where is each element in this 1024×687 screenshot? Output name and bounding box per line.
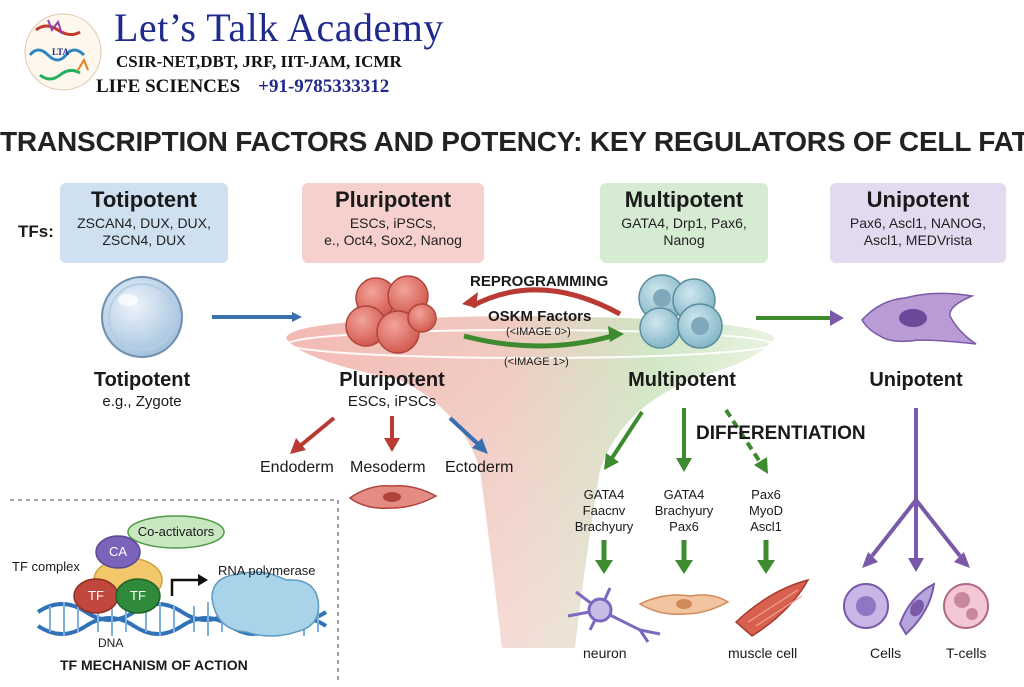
output-cell [843,583,889,629]
main-title: TRANSCRIPTION FACTORS AND POTENCY: KEY R… [0,126,1024,157]
progenitor-cell [638,594,730,616]
muscle-cell-label: muscle cell [728,645,798,661]
brand-subtitle: LIFE SCIENCES +91-9785333312 [96,76,389,98]
muscle-cell [734,578,810,637]
differentiation-arrows [595,408,775,574]
brand-exams: CSIR-NET,DBT, JRF, IIT-JAM, ICMR [116,52,402,71]
tfs-label: TFs: [18,222,54,241]
transcription-arrow [170,578,200,596]
unipotent-name: Unipotent [869,369,963,391]
forward-arrowhead [608,326,624,342]
totipotent-tfs: ZSCAN4, DUX, DUX, ZSCN4, DUX [77,215,211,248]
image0-label: (<IMAGE 0>) [506,326,571,338]
germ-layer-arrows [290,416,488,454]
cells-label: Cells [870,645,902,661]
spindle-cell [898,582,936,636]
coactivators-label: Co-activators [137,524,215,539]
multipotent-box: Multipotent GATA4, Drp1, Pax6, Nanog [600,183,768,263]
logo: LTA [24,13,102,91]
brand-title: Let’s Talk Academy [114,5,444,50]
t-cells-label: T-cells [946,645,987,661]
mesoderm-cell [348,484,438,510]
zygote-cell [101,276,183,358]
germ-layer-endoderm: Endoderm [260,459,334,476]
ca-label: CA [108,544,128,559]
mechanism-panel-border [10,499,339,684]
forward-arrow [463,333,613,349]
multipotent-cell-cluster [638,274,723,349]
rna-polymerase-blob [211,571,320,637]
coactivators-blob [127,515,225,549]
germ-layer-mesoderm: Mesoderm [350,459,426,476]
image1-label: (<IMAGE 1>) [504,356,569,368]
unipotent-arrows [870,408,962,560]
tf-group-neuron: GATA4 Faacnv Brachyury [574,487,634,534]
potency-funnel [286,316,775,648]
unipotent-tfs: Pax6, Ascl1, NANOG, Ascl1, MEDVrista [849,215,987,248]
reprogramming-arrowhead [462,292,478,308]
tf-red-label: TF [88,588,104,603]
unipotent-heading: Unipotent [866,187,970,212]
totipotent-example: e.g., Zygote [102,393,182,410]
pluripotent-heading: Pluripotent [334,187,452,212]
pluripotent-box: Pluripotent ESCs, iPSCs, e., Oct4, Sox2,… [302,183,484,263]
oskm-label: OSKM Factors [488,308,592,325]
ca-blob [95,535,141,569]
multipotent-tfs: GATA4, Drp1, Pax6, Nanog [621,215,747,248]
tf-green [115,578,161,614]
tf-group-middle: GATA4 Brachyury Pax6 [654,487,714,534]
t-cell [943,583,989,629]
pluripotent-tfs: ESCs, iPSCs, e., Oct4, Sox2, Nanog [324,215,462,248]
totipotent-box: Totipotent ZSCAN4, DUX, DUX, ZSCN4, DUX [60,183,228,263]
reprogramming-label: REPROGRAMMING [470,273,609,290]
svg-text:LTA: LTA [52,47,70,57]
totipotent-name: Totipotent [93,369,191,391]
unipotent-cell [861,292,977,345]
tf-complex-label: TF complex [12,559,80,574]
differentiation-label: DIFFERENTIATION [696,423,866,444]
multipotent-name: Multipotent [628,369,736,391]
brand-phone: +91-9785333312 [258,76,390,97]
tf-group-muscle: Pax6 MyoD Ascl1 [749,487,783,534]
tf-green-label: TF [130,588,146,603]
pluripotent-name: Pluripotent [339,369,445,391]
pluripotent-cell-cluster [345,275,437,354]
reprogramming-arrow [470,287,622,317]
neuron-cell [567,587,661,643]
rna-polymerase-label: RNA polymerase [218,563,316,578]
pluripotent-example: ESCs, iPSCs [347,393,437,410]
dna-label: DNA [98,636,124,650]
brand-subject: LIFE SCIENCES [96,76,241,97]
germ-layer-ectoderm: Ectoderm [445,459,514,476]
multipotent-heading: Multipotent [624,187,744,212]
unipotent-box: Unipotent Pax6, Ascl1, NANOG, Ascl1, MED… [830,183,1006,263]
neuron-label: neuron [583,645,627,661]
totipotent-heading: Totipotent [91,187,197,212]
mechanism-title: TF MECHANISM OF ACTION [60,657,248,673]
